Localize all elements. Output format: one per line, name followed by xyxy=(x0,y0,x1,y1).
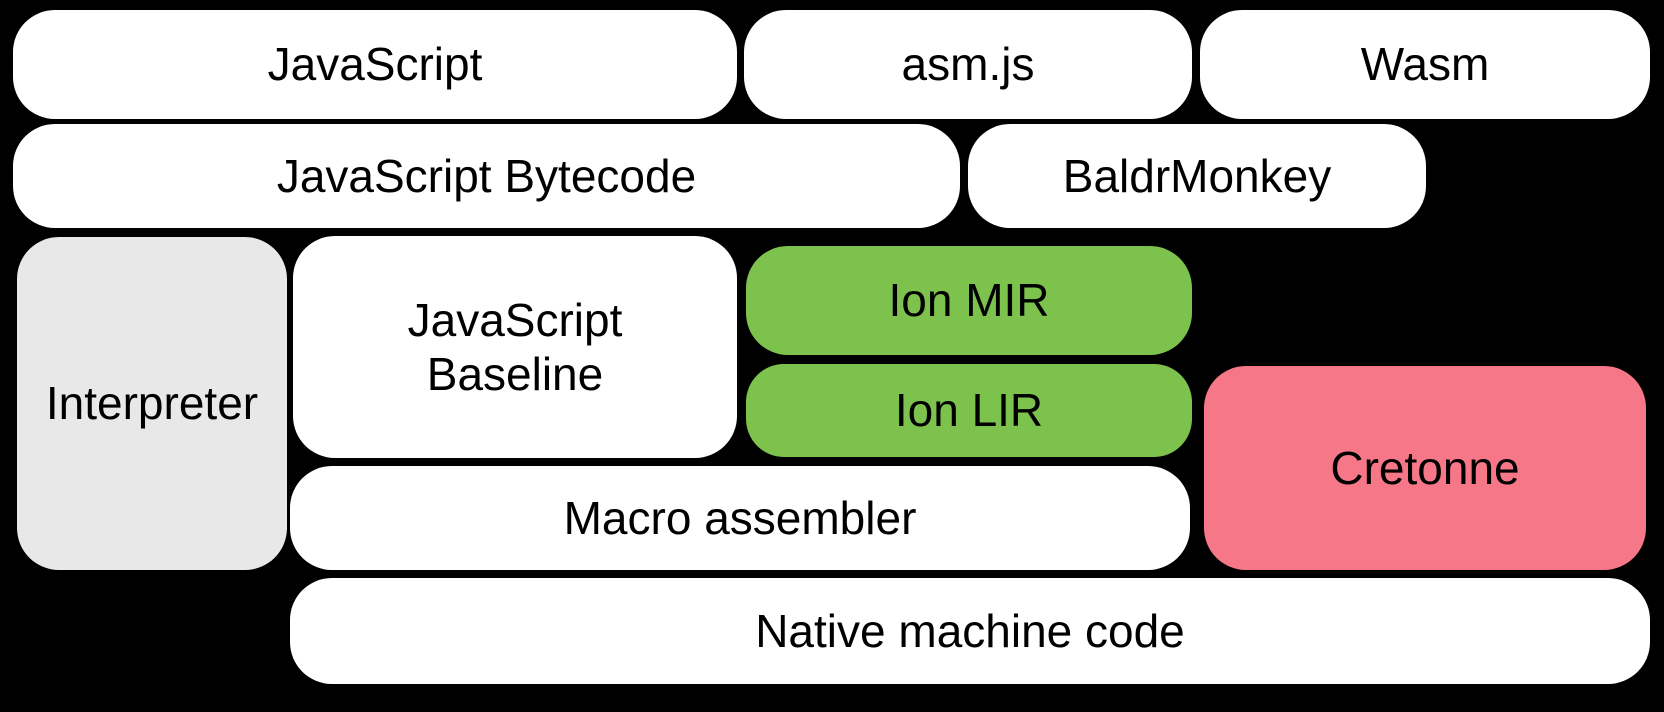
box-javascript-baseline-label: JavaScript Baseline xyxy=(407,293,623,400)
box-javascript-label: JavaScript xyxy=(267,38,483,91)
box-native-machine-code-label: Native machine code xyxy=(755,604,1185,657)
box-macro-assembler-label: Macro assembler xyxy=(563,491,917,544)
box-baldrmonkey-label: BaldrMonkey xyxy=(1062,149,1332,202)
box-interpreter: Interpreter xyxy=(17,237,287,570)
box-wasm-label: Wasm xyxy=(1360,38,1490,91)
box-javascript-baseline: JavaScript Baseline xyxy=(293,236,737,458)
box-baldrmonkey: BaldrMonkey xyxy=(968,124,1426,228)
box-cretonne: Cretonne xyxy=(1204,366,1646,570)
box-ion-mir-label: Ion MIR xyxy=(888,274,1050,327)
box-cretonne-label: Cretonne xyxy=(1330,441,1520,494)
box-javascript-bytecode: JavaScript Bytecode xyxy=(13,124,960,228)
box-ion-lir-label: Ion LIR xyxy=(894,384,1044,437)
box-javascript-bytecode-label: JavaScript Bytecode xyxy=(276,149,697,202)
box-interpreter-label: Interpreter xyxy=(45,377,259,430)
box-javascript: JavaScript xyxy=(13,10,737,119)
box-ion-lir: Ion LIR xyxy=(746,364,1192,457)
box-macro-assembler: Macro assembler xyxy=(290,466,1190,570)
box-wasm: Wasm xyxy=(1200,10,1650,119)
box-asmjs: asm.js xyxy=(744,10,1192,119)
box-native-machine-code: Native machine code xyxy=(290,578,1650,684)
box-asmjs-label: asm.js xyxy=(901,38,1035,91)
box-ion-mir: Ion MIR xyxy=(746,246,1192,355)
